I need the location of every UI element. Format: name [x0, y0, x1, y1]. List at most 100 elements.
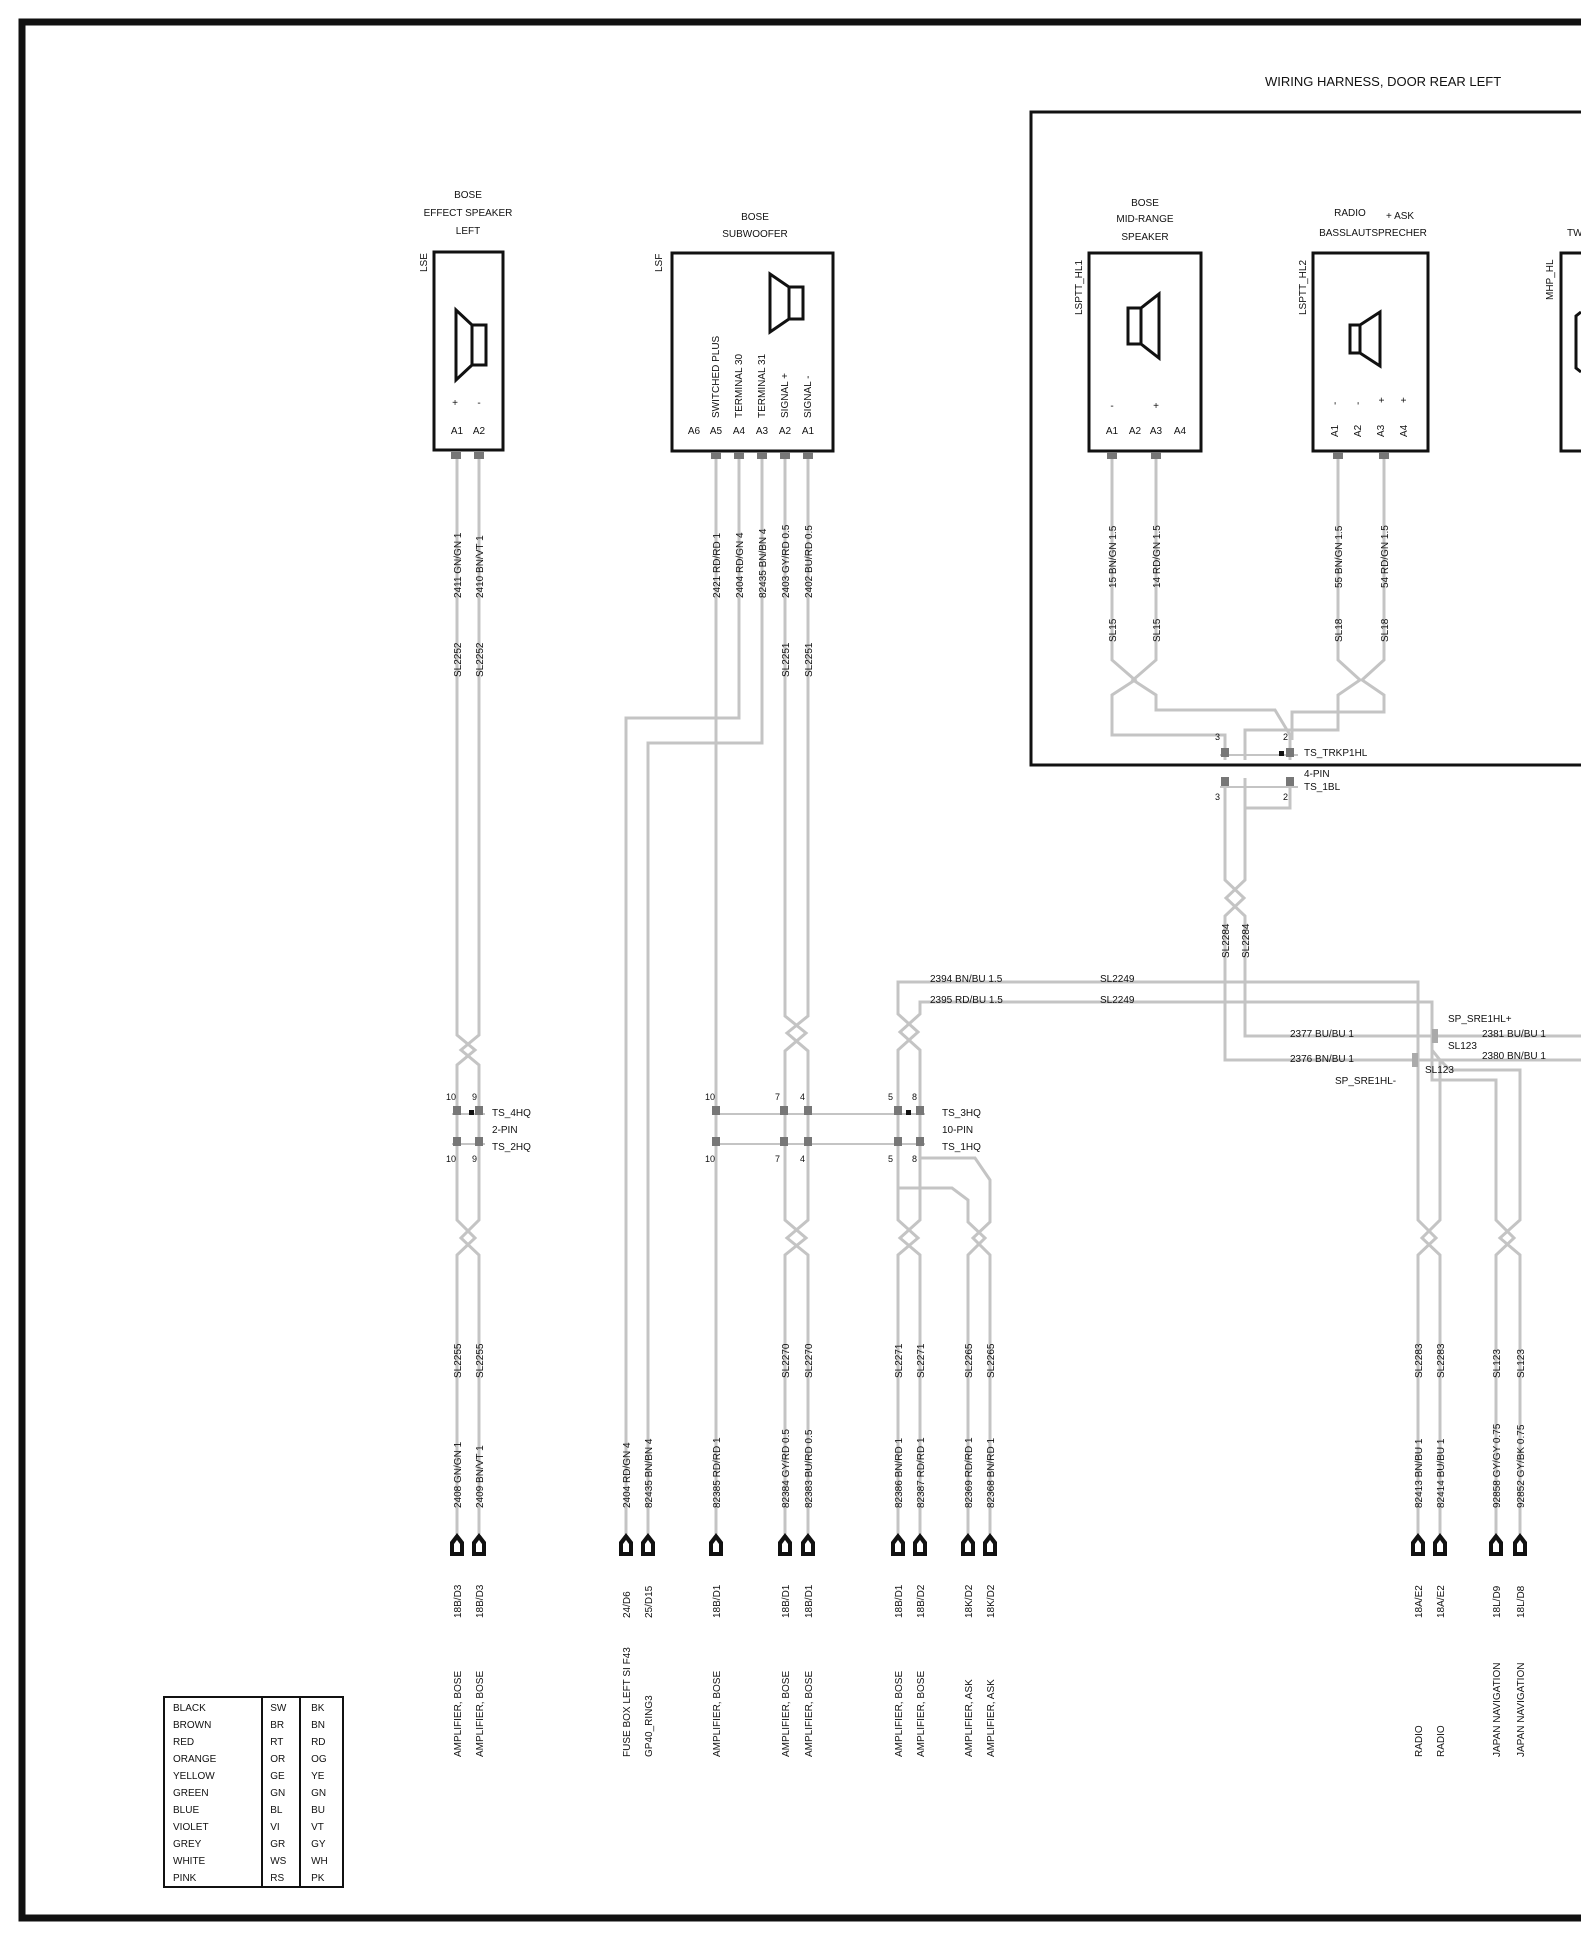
wire-2376: 2376 BN/BU 1 [1290, 1054, 1354, 1065]
bottom-loc-label: 25/D15 [644, 1585, 655, 1618]
bottom-loc-label: 18K/D2 [964, 1584, 975, 1618]
terminal-icon [1433, 1533, 1447, 1556]
svg-text:SL2252: SL2252 [475, 642, 486, 677]
wire-2394: 2394 BN/BU 1.5 [930, 974, 1003, 985]
bottom-sl-label: SL2283 [1436, 1343, 1447, 1378]
bottom-sl-label: SL2283 [1414, 1343, 1425, 1378]
bottom-sl-label: SL123 [1516, 1349, 1527, 1378]
terminal-icon [472, 1533, 486, 1556]
label-sp-sre1hl-plus: SP_SRE1HL+ [1448, 1014, 1512, 1025]
legend-color-name: ORANGE [173, 1754, 217, 1765]
speaker-icon [1348, 309, 1382, 369]
svg-text:2421 RD/RD 1: 2421 RD/RD 1 [712, 533, 723, 598]
bottom-sl-label: SL2265 [964, 1343, 975, 1378]
legend-row: YELLOW GE YE [165, 1768, 342, 1785]
legend-code: RT [270, 1737, 284, 1748]
bottom-dest-label: AMPLIFIER, BOSE [712, 1671, 723, 1757]
terminal-icon [961, 1533, 975, 1556]
page-frame [18, 18, 1581, 1922]
sl2249-a: SL2249 [1100, 974, 1135, 985]
label-sp-sre1hl-minus: SP_SRE1HL- [1335, 1076, 1396, 1087]
bottom-loc-label: 18B/D3 [475, 1584, 486, 1618]
svg-text:14 RD/GN 1.5: 14 RD/GN 1.5 [1152, 525, 1163, 588]
bottom-dest-label: AMPLIFIER, ASK [964, 1679, 975, 1757]
svg-text:2: 2 [1283, 792, 1288, 802]
lsf-line2: SUBWOOFER [722, 229, 788, 240]
terminal-icon [801, 1533, 815, 1556]
label-ts-1hq: TS_1HQ [942, 1142, 981, 1153]
hl2-sign1: - [1330, 402, 1341, 405]
legend-code: SW [270, 1703, 287, 1714]
hl1-box [1087, 251, 1203, 453]
bottom-sl-label: SL2271 [894, 1343, 905, 1378]
svg-text:SL2251: SL2251 [804, 642, 815, 677]
lsf-label-t30: TERMINAL 30 [734, 353, 745, 418]
hl2-extra: + ASK [1386, 211, 1414, 222]
svg-text:10: 10 [705, 1092, 715, 1102]
svg-text:3: 3 [1215, 732, 1220, 742]
legend-code: YE [311, 1771, 325, 1782]
pin-numbers: 10 9 10 9 10 7 4 5 8 10 7 4 5 8 3 2 3 2 [446, 732, 1288, 1164]
terminal-icon [450, 1533, 464, 1556]
bottom-wire-label: 2408 GN/GN 1 [453, 1441, 464, 1508]
hl1-pin-a2: A2 [1129, 426, 1142, 437]
upper-wire-labels: 2411 GN/GN 1 2410 BN/VT 1 2421 RD/RD 1 2… [453, 524, 1391, 598]
bottom-dest-label: GP40_RING3 [644, 1695, 655, 1757]
svg-text:55 BN/GN 1.5: 55 BN/GN 1.5 [1334, 525, 1345, 588]
bottom-wire-label: 2409 BN/VT 1 [475, 1445, 486, 1508]
bottom-dest-label: JAPAN NAVIGATION [1516, 1663, 1527, 1757]
legend-color-name: VIOLET [173, 1822, 209, 1833]
bottom-sl-label: SL123 [1492, 1349, 1503, 1378]
splice-icons [1412, 1029, 1438, 1067]
svg-text:7: 7 [775, 1092, 780, 1102]
wire-2377: 2377 BU/BU 1 [1290, 1029, 1354, 1040]
svg-text:9: 9 [472, 1092, 477, 1102]
hl2-box [1311, 251, 1430, 453]
svg-text:2402 BU/RD 0.5: 2402 BU/RD 0.5 [804, 525, 815, 598]
legend-color-name: BLUE [173, 1805, 200, 1816]
bottom-dest-label: AMPLIFIER, BOSE [781, 1671, 792, 1757]
svg-text:3: 3 [1215, 792, 1220, 802]
pin-markers [451, 452, 1389, 1146]
bottom-wire-label: 82414 BU/BU 1 [1436, 1438, 1447, 1508]
bottom-dest-label: AMPLIFIER, BOSE [453, 1671, 464, 1757]
bottom-dest-label: AMPLIFIER, ASK [986, 1679, 997, 1757]
legend-code: RD [311, 1737, 326, 1748]
component-mhp-hl: TW MHP_HL [1545, 228, 1581, 453]
hl2-sign3: + [1377, 397, 1388, 403]
svg-text:2411 GN/GN 1: 2411 GN/GN 1 [453, 532, 464, 598]
speaker-icon [1574, 310, 1581, 374]
hl2-pin-a1: A1 [1330, 424, 1341, 437]
svg-text:SL15: SL15 [1108, 618, 1119, 642]
legend-code: GY [311, 1839, 326, 1850]
bottom-wire-label: 82386 BN/RD 1 [894, 1438, 905, 1508]
terminal-icon [983, 1533, 997, 1556]
lse-box [432, 250, 505, 452]
upper-sl-labels: SL2252 SL2252 SL2251 SL2251 SL15 SL15 SL… [453, 618, 1391, 958]
svg-text:9: 9 [472, 1154, 477, 1164]
terminal-icon [1489, 1533, 1503, 1556]
label-ts-3hq: TS_3HQ [942, 1108, 981, 1119]
legend-color-name: YELLOW [173, 1771, 215, 1782]
hl1-sign2: + [1153, 401, 1159, 412]
lsf-pin-a5: A5 [710, 426, 723, 437]
terminal-icon [1513, 1533, 1527, 1556]
lse-line1: BOSE [454, 190, 482, 201]
bottom-wire-label: 82383 BU/RD 0.5 [804, 1429, 815, 1508]
lsf-box [670, 251, 835, 453]
label-10-pin: 10-PIN [942, 1125, 973, 1136]
legend-code: GE [270, 1771, 285, 1782]
svg-text:SL2284: SL2284 [1221, 923, 1232, 958]
speaker-icon [768, 271, 805, 335]
legend-code: PK [311, 1873, 325, 1884]
lse-line2: EFFECT SPEAKER [424, 208, 513, 219]
svg-text:SL18: SL18 [1380, 618, 1391, 642]
lsf-pin-a2: A2 [779, 426, 792, 437]
bottom-loc-label: 18L/D9 [1492, 1585, 1503, 1618]
legend-color-name: GREY [173, 1839, 202, 1850]
bottom-wire-label: 82368 BN/RD 1 [986, 1438, 997, 1508]
bottom-loc-label: 18K/D2 [986, 1584, 997, 1618]
